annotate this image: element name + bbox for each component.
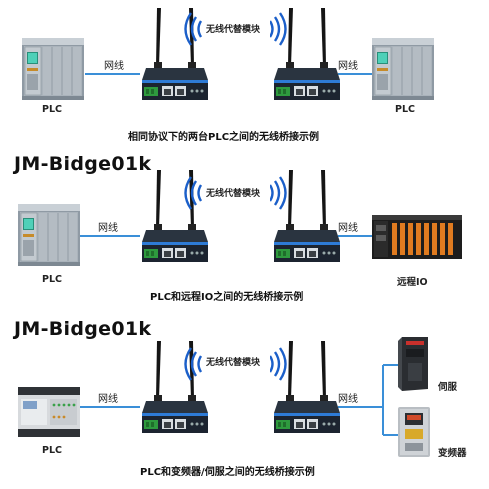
cable-right-label: 网线 (338, 223, 358, 234)
plc-right-label: PLC (395, 104, 415, 115)
panel-1-caption: 相同协议下的两台PLC之间的无线桥接示例 (128, 132, 320, 143)
panel-1: PLC 网线 无线代替模块 网线 PLC 相同协议下的两台PLC之间的无线桥接示… (0, 0, 489, 150)
cable-left-label: 网线 (98, 223, 118, 234)
panel-2-heading: JM-Bidge01k (14, 153, 152, 175)
router-right-image (272, 170, 342, 265)
wifi-left-icon (181, 12, 205, 46)
panel-2: PLC 网线 无线代替模块 网线 远程IO PLC和远程IO之间的无线桥接示例 (0, 170, 489, 310)
cable-left-label: 网线 (98, 394, 118, 405)
panel-3-caption: PLC和变频器/伺服之间的无线桥接示例 (140, 467, 315, 478)
servo-label: 伺服 (438, 382, 458, 393)
cable-left-label: 网线 (104, 61, 124, 72)
plc-label: PLC (42, 445, 62, 456)
plc-image (18, 387, 80, 437)
remote-io-label: 远程IO (397, 277, 428, 288)
panel-3-wires (80, 364, 398, 436)
plc-left-image (22, 38, 84, 100)
panel-3-heading: JM-Bidge01k (14, 318, 152, 340)
wifi-left-icon (181, 176, 205, 210)
servo-drive-image (398, 337, 428, 391)
plc-right-image (372, 38, 434, 100)
remote-io-image (372, 215, 462, 261)
inverter-label: 变频器 (438, 448, 467, 459)
router-right-image (272, 8, 342, 103)
wifi-module-label: 无线代替模块 (206, 25, 261, 35)
cable-right-label: 网线 (338, 394, 358, 405)
inverter-image (398, 407, 430, 457)
panel-2-caption: PLC和远程IO之间的无线桥接示例 (150, 292, 304, 303)
wifi-left-icon (181, 347, 205, 381)
wifi-module-label: 无线代替模块 (206, 358, 261, 368)
wifi-module-label: 无线代替模块 (206, 189, 261, 199)
router-right-image (272, 341, 342, 436)
cable-right-label: 网线 (338, 61, 358, 72)
plc-label: PLC (42, 274, 62, 285)
plc-left-label: PLC (42, 104, 62, 115)
panel-3: PLC 网线 无线代替模块 网线 伺服 变频器 (0, 335, 489, 489)
panel-1-wires (85, 73, 375, 75)
plc-image (18, 204, 80, 266)
panel-2-wires (80, 235, 375, 237)
